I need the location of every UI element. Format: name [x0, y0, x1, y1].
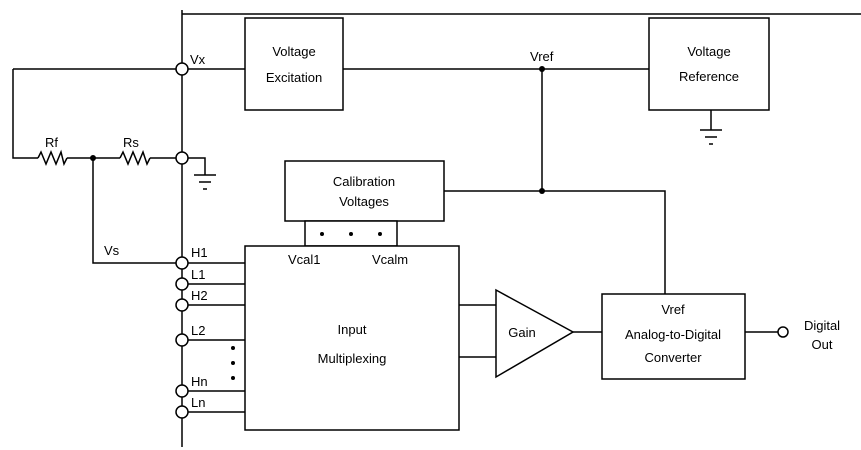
- vref-label: Vref: [530, 49, 554, 64]
- input-multiplexing-block: Input Multiplexing: [244, 245, 460, 431]
- terminal-vx: [175, 62, 189, 76]
- terminal-rings: [175, 62, 189, 419]
- calibration-voltages-label-1: Calibration: [333, 174, 395, 189]
- vcal1-label: Vcal1: [288, 252, 321, 267]
- input-label-h1: H1: [191, 245, 208, 260]
- voltage-reference-label-1: Voltage: [687, 44, 730, 59]
- rs-bus-wire: [150, 157, 206, 175]
- adc-label-1: Analog-to-Digital: [625, 327, 721, 342]
- adc-block: Vref Analog-to-Digital Converter: [601, 293, 746, 380]
- junction-dot-vs: [90, 155, 96, 161]
- calibration-voltages-block: Calibration Voltages: [284, 160, 445, 222]
- vx-label: Vx: [190, 52, 206, 67]
- voltage-reference-label-2: Reference: [679, 69, 739, 84]
- vcalm-label: Vcalm: [372, 252, 408, 267]
- digital-out-terminal: [777, 326, 789, 338]
- voltage-excitation-block: Voltage Excitation: [244, 17, 344, 111]
- left-loop-wire: [12, 69, 38, 159]
- calibration-voltages-label-2: Voltages: [339, 194, 389, 209]
- input-multiplexing-label-2: Multiplexing: [318, 351, 387, 366]
- calibration-connector: [304, 220, 398, 247]
- input-label-ln: Ln: [191, 395, 205, 410]
- connector-dot-2: [349, 232, 353, 236]
- connector-dot-3: [378, 232, 382, 236]
- terminal-h1: [175, 256, 189, 270]
- input-label-l1: L1: [191, 267, 205, 282]
- terminal-ln: [175, 405, 189, 419]
- terminal-sense: [175, 151, 189, 165]
- input-label-hn: Hn: [191, 374, 208, 389]
- rs-label: Rs: [123, 135, 139, 150]
- terminal-h2: [175, 298, 189, 312]
- ground-symbol-reference: [700, 129, 722, 145]
- wires: [12, 10, 861, 447]
- channel-ellipsis: [231, 346, 235, 380]
- adc-vref-label: Vref: [661, 302, 685, 317]
- input-multiplexing-label-1: Input: [338, 322, 367, 337]
- voltage-excitation-label-1: Voltage: [272, 44, 315, 59]
- terminal-hn: [175, 384, 189, 398]
- input-label-l2: L2: [191, 323, 205, 338]
- terminal-l2: [175, 333, 189, 347]
- digital-out-label-2: Out: [812, 337, 833, 352]
- rf-resistor: [37, 149, 68, 167]
- voltage-excitation-label-2: Excitation: [266, 70, 322, 85]
- vs-wire: [92, 158, 245, 264]
- ground-symbol-sense: [194, 174, 216, 190]
- rf-label: Rf: [45, 135, 58, 150]
- digital-out-label-1: Digital: [804, 318, 840, 333]
- adc-label-2: Converter: [644, 350, 702, 365]
- gain-amplifier: Gain: [495, 288, 575, 379]
- vs-label: Vs: [104, 243, 120, 258]
- terminal-l1: [175, 277, 189, 291]
- gain-label: Gain: [508, 325, 535, 340]
- input-label-h2: H2: [191, 288, 208, 303]
- rs-resistor: [119, 149, 151, 166]
- junction-dot-vref-cal: [539, 188, 545, 194]
- connector-dot-1: [320, 232, 324, 236]
- cal-wire: [444, 190, 666, 294]
- junction-dot-vref-top: [539, 66, 545, 72]
- voltage-reference-block: Voltage Reference: [648, 17, 770, 111]
